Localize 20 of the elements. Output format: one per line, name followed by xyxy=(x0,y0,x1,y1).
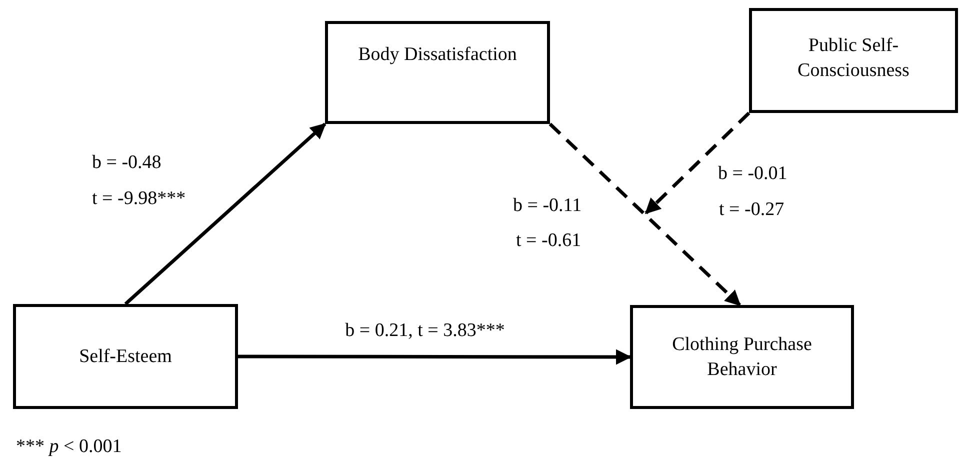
variable-name: Body Dissatisfaction xyxy=(358,43,517,67)
variable-box xyxy=(630,305,854,409)
edge-label: b = 0.21, t = 3.83*** xyxy=(345,320,505,342)
coefficient-label: b = -0.11 xyxy=(513,195,582,217)
variable-box xyxy=(325,21,550,124)
variable-box xyxy=(13,304,238,409)
coefficient-label: t = -9.98*** xyxy=(92,188,186,210)
coefficient-label: b = -0.01 xyxy=(718,163,788,185)
variable-name: Self-Esteem xyxy=(79,345,172,369)
arrow xyxy=(548,122,741,306)
arrow xyxy=(644,112,750,214)
coefficient-label: t = -0.61 xyxy=(516,230,582,252)
variable-name: Clothing Purchase Behavior xyxy=(671,333,813,382)
coefficient-label: t = -0.27 xyxy=(719,199,784,221)
arrow xyxy=(124,122,326,306)
arrow xyxy=(238,349,632,365)
coefficient-label: b = -0.48 xyxy=(92,152,162,174)
variable-name: Public Self-Consciousness xyxy=(796,34,910,83)
variable-box xyxy=(749,8,958,113)
footnote: *** p < 0.001 xyxy=(16,436,122,458)
